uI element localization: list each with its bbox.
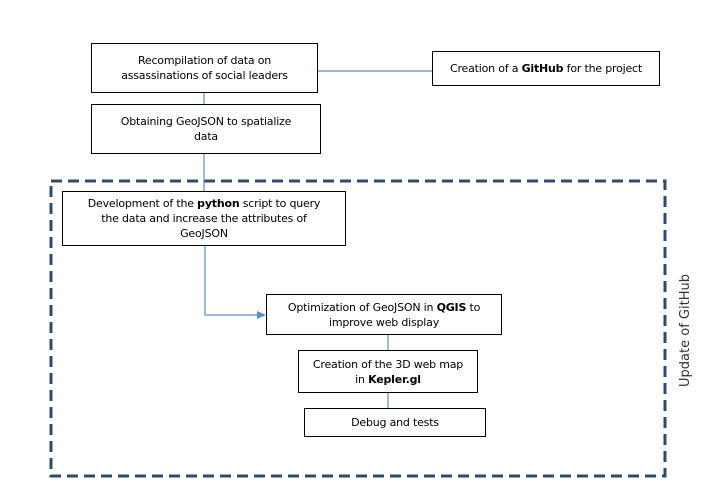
node-kepler-pre2: in: [355, 372, 369, 386]
node-github-post: for the project: [563, 62, 643, 75]
github-update-group-border: [49, 179, 667, 478]
node-python-line3: GeoJSON: [180, 227, 228, 240]
node-python-line2: the data and increase the attributes of: [101, 212, 307, 225]
node-github-pre: Creation of a: [449, 62, 522, 75]
node-geojson-line2: data: [194, 130, 218, 143]
node-qgis-bold: QGIS: [436, 300, 467, 314]
node-recompilation-line1: Recompilation of data on: [137, 54, 272, 67]
node-github: Creation of a GitHub for the project: [432, 51, 660, 86]
node-python-post: script to query: [239, 197, 321, 210]
node-python-bold: python: [197, 197, 240, 210]
node-geojson-line1: Obtaining GeoJSON to spatialize: [120, 115, 292, 128]
node-python-pre: Development of the: [87, 197, 198, 210]
node-qgis-line2: improve web display: [328, 315, 440, 329]
node-python: Development of the python script to quer…: [62, 191, 346, 246]
group-label: Update of GitHub: [677, 273, 693, 387]
node-qgis-post: to: [466, 300, 481, 314]
node-kepler-line1: Creation of the 3D web map: [312, 357, 464, 371]
node-kepler-bold: Kepler.gl: [368, 372, 421, 386]
node-debug-line1: Debug and tests: [351, 416, 439, 429]
node-debug: Debug and tests: [304, 408, 486, 437]
node-recompilation-line2: assassinations of social leaders: [121, 69, 288, 82]
node-qgis-pre: Optimization of GeoJSON in: [287, 300, 437, 314]
node-recompilation: Recompilation of data on assassinations …: [91, 43, 318, 93]
node-qgis: Optimization of GeoJSON in QGIS to impro…: [266, 294, 502, 335]
node-kepler: Creation of the 3D web map in Kepler.gl: [298, 350, 478, 393]
arrowhead-qgis: [257, 311, 266, 319]
group-label-container: Update of GitHub: [674, 255, 696, 405]
node-github-bold: GitHub: [521, 62, 564, 75]
node-geojson: Obtaining GeoJSON to spatialize data: [91, 104, 321, 154]
connector-python-qgis: [204, 246, 258, 316]
